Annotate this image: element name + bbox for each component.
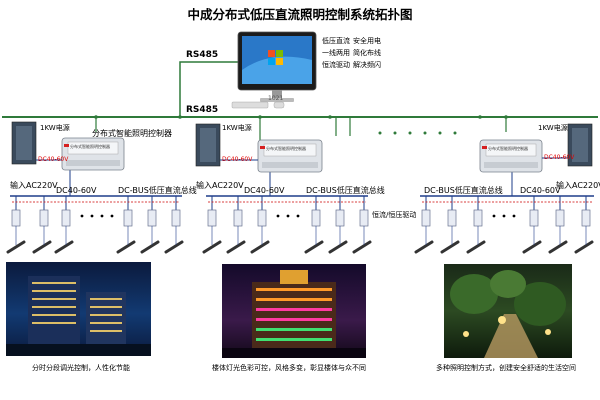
photo-colored-building [222,264,366,358]
mid-psu-label: 1KW电源 [222,124,252,132]
rs485-top-label: RS485 [186,50,219,60]
right-bus-label: DC-BUS低压直流总线 [424,186,503,195]
controller-right-text: 分布式智能照明控制器 [488,146,528,151]
caption-right: 多种照明控制方式，创建安全舒适的生活空间 [436,364,576,372]
left-dc-label: DC40-60V [38,156,69,163]
lamp-ellipsis [80,214,516,218]
rs485-monitor-link [179,61,240,117]
bus-dotted [378,131,457,135]
left-psu-label: 1KW电源 [40,124,70,132]
diagram-title: 中成分布式低压直流照明控制系统拓扑图 [187,7,413,22]
lamp-feeds [15,226,587,245]
controller-left-text: 分布式智能照明控制器 [70,144,110,149]
photo-garden [444,264,572,358]
left-ac-input: 输入AC220V [10,181,58,190]
mid-dc-label-2: DC40-60V [244,186,285,195]
right-dc-label-2: DC40-60V [520,186,561,195]
right-psu-label: 1KW电源 [538,124,568,132]
right-dc-label: DC40-60V [544,154,575,161]
monitor-caption: 1021 [268,95,284,102]
controllers [61,137,543,173]
rs485-main-label: RS485 [186,105,219,115]
left-dc-bus [10,170,182,210]
feature-4: 简化布线 [353,49,381,57]
left-bus-label: DC-BUS低压直流总线 [118,186,197,195]
mid-driver-label: 恒流/恒压驱动 [372,211,417,219]
caption-left: 分时分段调光控制，人性化节能 [32,364,130,372]
monitor [231,31,317,109]
bus-taps [95,117,507,140]
mid-bus-label: DC-BUS低压直流总线 [306,186,385,195]
feature-1: 低压直流 [322,37,350,45]
mid-dc-bus [206,172,368,210]
left-dc-label-2: DC40-60V [56,186,97,195]
psu-links [36,157,568,161]
caption-mid: 楼体灯光色彩可控，风格多变，彰显楼体与众不同 [212,364,366,372]
driver-modules [11,209,591,227]
controller-mid-text: 分布式智能照明控制器 [266,146,306,151]
feature-6: 解决频闪 [353,61,381,69]
feature-3: 一线两用 [322,49,350,57]
feature-5: 恒流驱动 [322,61,350,69]
left-controller-title: 分布式智能照明控制器 [92,129,172,138]
right-dc-bus [420,172,594,210]
power-supplies [11,121,593,167]
mid-dc-label: DC40-60V [222,156,253,163]
feature-2: 安全用电 [353,37,381,45]
photo-office-building [6,262,151,356]
bus-junction-dots [94,115,508,119]
right-ac-input: 输入AC220V [556,181,600,190]
mid-ac-input: 输入AC220V [196,181,244,190]
linear-lamps [6,240,594,254]
